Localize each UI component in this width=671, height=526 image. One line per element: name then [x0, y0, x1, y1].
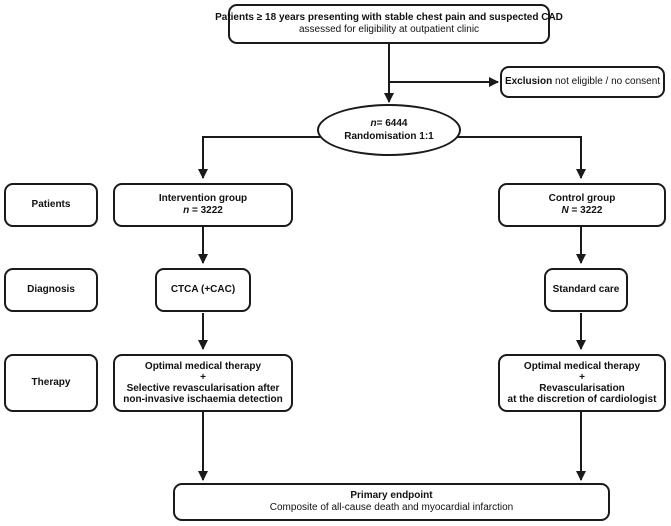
randomisation-label: Randomisation 1:1 — [344, 131, 434, 142]
control-therapy-line4: at the discretion of cardiologist — [507, 394, 657, 405]
arrow-to-intervention — [198, 136, 325, 179]
primary-endpoint-box: Primary endpoint Composite of all-cause … — [173, 483, 610, 521]
intervention-n-symbol: n — [183, 205, 190, 216]
arrow-to-control — [453, 136, 586, 179]
intervention-therapy-box: Optimal medical therapy + Selective reva… — [113, 354, 293, 412]
n-symbol: n — [370, 118, 377, 129]
control-n-symbol: N — [561, 205, 569, 216]
endpoint-title: Primary endpoint — [350, 490, 433, 501]
stage-therapy: Therapy — [4, 354, 98, 412]
stage-therapy-label: Therapy — [31, 377, 71, 388]
control-n-value: = 3222 — [568, 205, 603, 216]
intervention-therapy-line1: Optimal medical therapy — [144, 361, 262, 372]
intervention-n: n = 3222 — [183, 205, 223, 217]
n-value: = 6444 — [376, 118, 408, 129]
control-title: Control group — [548, 193, 616, 204]
exclusion-label: Exclusion — [504, 76, 553, 87]
exclusion-text: Exclusion not eligible / no consent — [505, 76, 660, 88]
control-therapy-line3: Revascularisation — [539, 383, 625, 394]
control-n: N = 3222 — [562, 205, 603, 217]
stage-diagnosis: Diagnosis — [4, 268, 98, 312]
intervention-therapy-line3: Selective revascularisation after — [126, 383, 280, 394]
randomisation-n: n= 6444 — [371, 117, 408, 130]
ctca-box: CTCA (+CAC) — [155, 268, 251, 312]
intervention-therapy-plus: + — [200, 372, 206, 383]
intervention-title: Intervention group — [158, 193, 248, 204]
control-therapy-plus: + — [579, 372, 585, 383]
control-therapy-box: Optimal medical therapy + Revascularisat… — [498, 354, 666, 412]
exclusion-reason: not eligible / no consent — [552, 76, 661, 87]
screening-box: Patients ≥ 18 years presenting with stab… — [215, 4, 563, 44]
control-group-box: Control group N = 3222 — [498, 183, 666, 227]
screening-title: Patients ≥ 18 years presenting with stab… — [215, 12, 563, 23]
exclusion-box: Exclusion not eligible / no consent — [500, 66, 665, 98]
endpoint-subtitle: Composite of all-cause death and myocard… — [269, 502, 514, 513]
standard-care-label: Standard care — [552, 284, 620, 295]
stage-patients-label: Patients — [31, 199, 71, 210]
screening-subtitle: assessed for eligibility at outpatient c… — [298, 24, 480, 35]
intervention-therapy-line4: non-invasive ischaemia detection — [123, 394, 283, 405]
intervention-group-box: Intervention group n = 3222 — [113, 183, 293, 227]
standard-care-box: Standard care — [544, 268, 628, 312]
stage-patients: Patients — [4, 183, 98, 227]
randomisation-ellipse: n= 6444 Randomisation 1:1 — [317, 104, 461, 156]
stage-diagnosis-label: Diagnosis — [27, 284, 75, 295]
intervention-n-value: = 3222 — [189, 205, 223, 216]
ctca-label: CTCA (+CAC) — [170, 284, 236, 295]
control-therapy-line1: Optimal medical therapy — [523, 361, 641, 372]
